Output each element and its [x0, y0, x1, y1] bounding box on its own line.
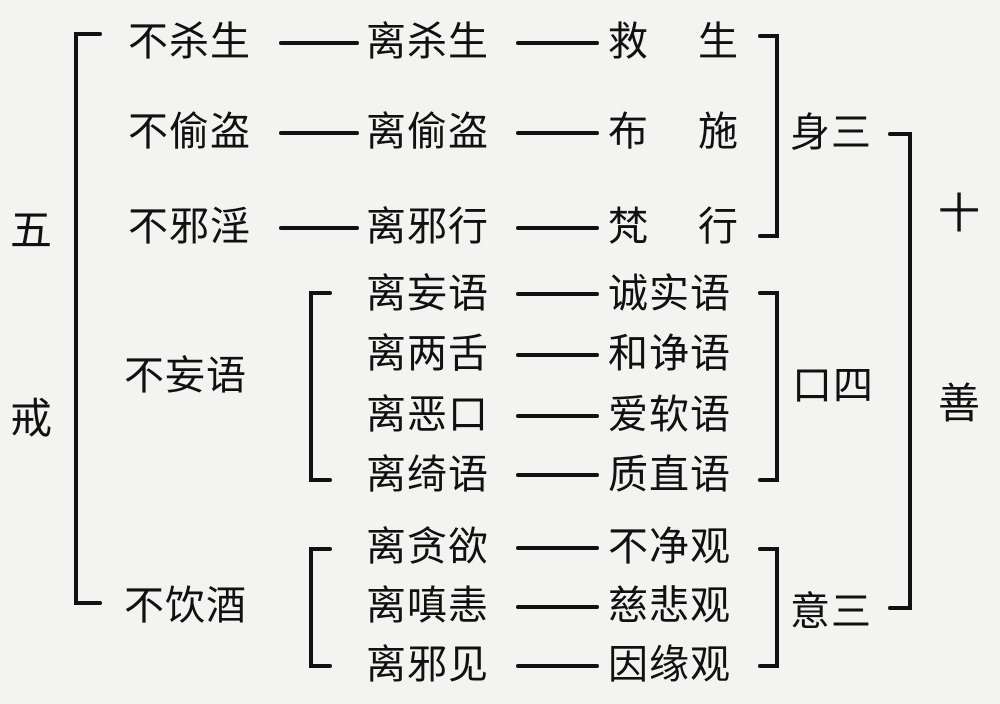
- abstention-views: 离邪见: [366, 642, 489, 688]
- abstention-killing: 离杀生: [366, 19, 489, 65]
- mind-bracket: [758, 547, 779, 668]
- speech-bracket: [758, 291, 779, 482]
- drinking-bracket: [309, 547, 332, 668]
- five-precepts-char2: 戒: [10, 394, 54, 443]
- abstention-sexual: 离邪行: [366, 204, 489, 250]
- abstention-anger: 离嗔恚: [366, 583, 489, 629]
- group-speech: 口四: [792, 363, 874, 409]
- abstention-greed: 离贪欲: [366, 524, 489, 570]
- five-precepts-bracket: [74, 32, 102, 605]
- virtue-saving-life: 救生: [608, 19, 788, 65]
- ten-good-bracket: [888, 132, 912, 610]
- virtue-plain-speech: 质直语: [608, 452, 731, 498]
- abstention-idle: 离绮语: [366, 452, 489, 498]
- virtue-gentle-speech: 爱软语: [608, 392, 731, 438]
- ten-good-char2: 善: [938, 379, 982, 428]
- virtue-harmonious-speech: 和诤语: [608, 331, 731, 377]
- abstention-stealing: 离偷盗: [366, 109, 489, 155]
- five-precepts-char1: 五: [10, 206, 54, 255]
- precept-sexual: 不邪淫: [128, 204, 251, 250]
- virtue-pure-conduct: 梵行: [608, 204, 788, 250]
- abstention-lying: 离妄语: [366, 271, 489, 317]
- group-mind: 意三: [790, 589, 872, 635]
- virtue-impurity-contemplation: 不净观: [608, 524, 731, 570]
- virtue-causation-contemplation: 因缘观: [608, 642, 731, 688]
- precept-drinking: 不饮酒: [124, 583, 247, 629]
- body-bracket: [758, 34, 779, 238]
- virtue-giving: 布施: [608, 109, 788, 155]
- lying-bracket: [309, 291, 332, 482]
- group-body: 身三: [790, 110, 872, 156]
- precept-stealing: 不偷盗: [128, 109, 251, 155]
- ten-good-char1: 十: [938, 189, 982, 238]
- precept-killing: 不杀生: [128, 19, 251, 65]
- virtue-honest-speech: 诚实语: [608, 271, 731, 317]
- abstention-divisive: 离两舌: [366, 331, 489, 377]
- precept-lying: 不妄语: [124, 353, 247, 399]
- virtue-compassion-contemplation: 慈悲观: [608, 583, 731, 629]
- abstention-harsh: 离恶口: [366, 392, 489, 438]
